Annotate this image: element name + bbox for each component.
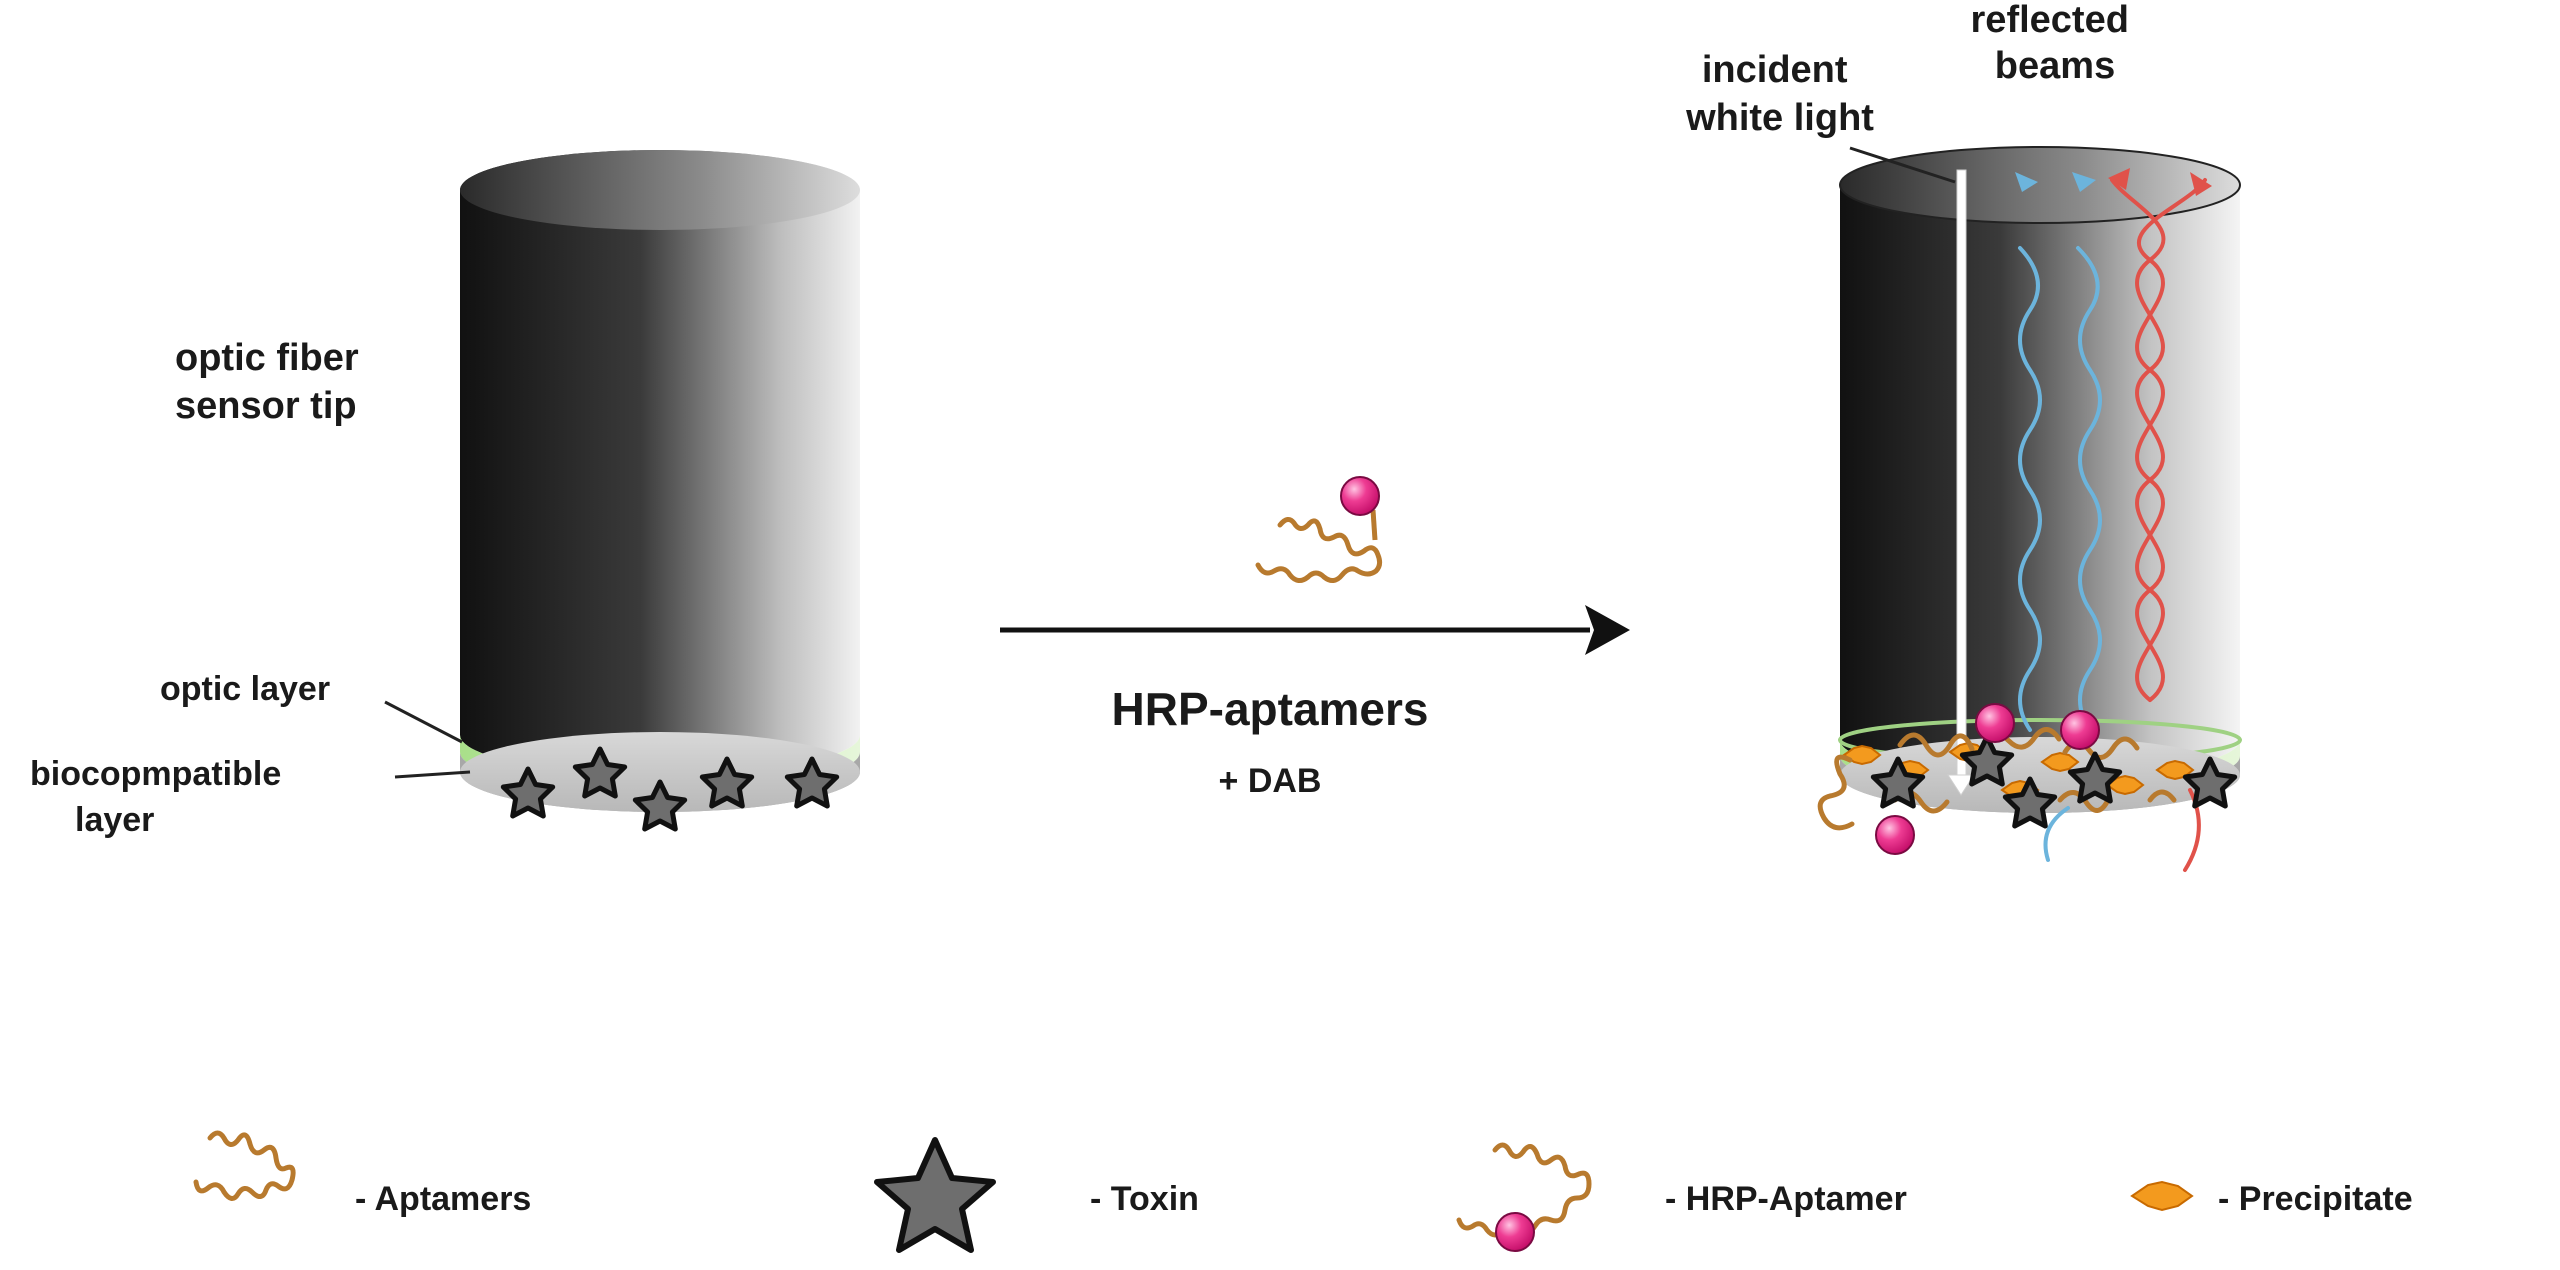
biocompatible-label: biocopmpatible layer (30, 755, 291, 839)
right-fiber-tip (1817, 146, 2242, 872)
left-fiber-tip (460, 150, 860, 829)
reaction-arrow: HRP-aptamers + DAB (1000, 476, 1630, 800)
arrow-head (1585, 605, 1630, 655)
left-cylinder-top (460, 150, 860, 230)
legend-hrp-aptamer-label: - HRP-Aptamer (1665, 1180, 1907, 1218)
incident-beam-arrow (1947, 774, 1975, 796)
legend-toxin-label: - Toxin (1090, 1180, 1199, 1218)
legend-aptamers-label: - Aptamers (355, 1180, 531, 1218)
incident-light-label: incident white light (1685, 49, 1874, 139)
right-cylinder-body (1840, 147, 2240, 778)
right-hrp-balls (1875, 703, 2100, 855)
toxin-icon (874, 1137, 996, 1253)
left-cylinder-body (460, 150, 860, 775)
optic-layer-label: optic layer (160, 670, 330, 708)
hrp-aptamer-icon (1255, 476, 1383, 583)
aptamer-icon (193, 1130, 296, 1201)
legend-toxin: - Toxin (874, 1137, 1199, 1253)
legend-hrp-aptamer: - HRP-Aptamer (1456, 1142, 1907, 1252)
dab-label: + DAB (1219, 762, 1322, 800)
incident-leader (1849, 146, 1956, 184)
legend: - Aptamers - Toxin - HRP-Aptamer - Preci… (193, 1130, 2413, 1253)
biocompatible-leader (394, 770, 471, 779)
sensor-tip-label: optic fiber sensor tip (175, 337, 369, 427)
legend-aptamers: - Aptamers (193, 1130, 531, 1218)
red-beam-arrowheads (2108, 168, 2212, 196)
legend-precipitate-label: - Precipitate (2218, 1180, 2413, 1218)
legend-precipitate: - Precipitate (2130, 1180, 2413, 1218)
optic-layer-leader (384, 700, 463, 744)
blue-reflected-beams (2018, 246, 2102, 862)
precipitate-icon (2130, 1180, 2194, 1212)
hrp-ball-icon (1495, 1212, 1535, 1252)
reflected-beams-label: reflected beams (1971, 0, 2140, 87)
left-biocompatible-surface (460, 732, 860, 812)
incident-beam (1956, 169, 1967, 781)
right-cylinder-top (1839, 146, 2241, 224)
hrp-aptamers-label: HRP-aptamers (1112, 683, 1429, 735)
blue-beam-arrowheads (2015, 172, 2096, 192)
